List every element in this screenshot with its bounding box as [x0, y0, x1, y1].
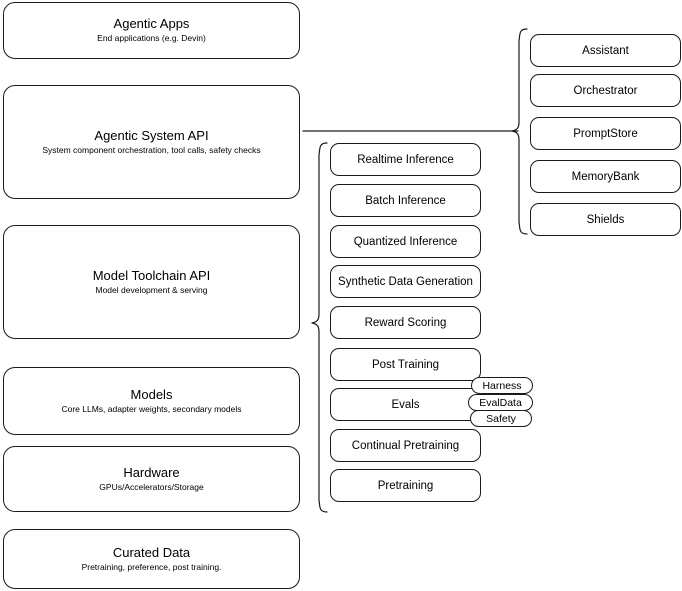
toolchain-item-label: Post Training — [371, 358, 440, 371]
toolchain-item-label: Evals — [391, 398, 420, 411]
toolchain-item-post-training[interactable]: Post Training — [330, 348, 481, 381]
toolchain-item-label: Realtime Inference — [357, 153, 454, 166]
layer-subtitle: GPUs/Accelerators/Storage — [99, 481, 204, 492]
layer-models[interactable]: Models Core LLMs, adapter weights, secon… — [3, 367, 300, 435]
evals-subcomponent-evaldata[interactable]: EvalData — [468, 394, 533, 411]
brace-model-toolchain-components — [311, 142, 328, 513]
toolchain-item-synthetic-data-generation[interactable]: Synthetic Data Generation — [330, 265, 481, 298]
agentic-component-promptstore[interactable]: PromptStore — [530, 117, 681, 150]
toolchain-item-realtime-inference[interactable]: Realtime Inference — [330, 143, 481, 176]
agentic-component-label: MemoryBank — [571, 170, 640, 183]
toolchain-item-label: Reward Scoring — [364, 316, 447, 329]
toolchain-item-pretraining[interactable]: Pretraining — [330, 469, 481, 502]
evals-subcomponent-safety[interactable]: Safety — [470, 410, 532, 427]
agentic-component-orchestrator[interactable]: Orchestrator — [530, 74, 681, 107]
toolchain-item-batch-inference[interactable]: Batch Inference — [330, 184, 481, 217]
layer-model-toolchain-api[interactable]: Model Toolchain API Model development & … — [3, 225, 300, 339]
toolchain-item-label: Batch Inference — [365, 194, 446, 207]
agentic-component-assistant[interactable]: Assistant — [530, 34, 681, 67]
layer-title: Agentic System API — [94, 127, 209, 143]
layer-agentic-system-api[interactable]: Agentic System API System component orch… — [3, 85, 300, 199]
toolchain-item-continual-pretraining[interactable]: Continual Pretraining — [330, 429, 481, 462]
toolchain-item-label: Continual Pretraining — [351, 439, 460, 452]
toolchain-item-label: Quantized Inference — [353, 235, 458, 248]
toolchain-item-quantized-inference[interactable]: Quantized Inference — [330, 225, 481, 258]
layer-title: Agentic Apps — [113, 16, 190, 31]
evals-subcomponent-harness[interactable]: Harness — [471, 377, 533, 394]
toolchain-item-label: Pretraining — [377, 479, 434, 492]
layer-title: Model Toolchain API — [92, 267, 211, 283]
layer-title: Hardware — [123, 464, 180, 480]
layer-curated-data[interactable]: Curated Data Pretraining, preference, po… — [3, 529, 300, 589]
agentic-component-label: PromptStore — [573, 127, 638, 140]
agentic-component-label: Shields — [586, 213, 625, 226]
brace-agentic-system-components — [511, 28, 528, 235]
toolchain-item-evals[interactable]: Evals — [330, 388, 481, 421]
layer-subtitle: Pretraining, preference, post training. — [81, 561, 222, 572]
layer-subtitle: Core LLMs, adapter weights, secondary mo… — [61, 403, 242, 414]
toolchain-item-reward-scoring[interactable]: Reward Scoring — [330, 306, 481, 339]
layer-subtitle: End applications (e.g. Devin) — [97, 33, 206, 43]
agentic-component-label: Assistant — [582, 44, 629, 57]
agentic-component-memorybank[interactable]: MemoryBank — [530, 160, 681, 193]
layer-subtitle: System component orchestration, tool cal… — [42, 144, 261, 155]
agentic-component-shields[interactable]: Shields — [530, 203, 681, 236]
layer-title: Curated Data — [112, 544, 191, 560]
layer-hardware[interactable]: Hardware GPUs/Accelerators/Storage — [3, 446, 300, 512]
layer-title: Models — [130, 386, 173, 402]
agentic-component-label: Orchestrator — [573, 84, 638, 97]
layer-agentic-apps[interactable]: Agentic Apps End applications (e.g. Devi… — [3, 2, 300, 59]
layer-subtitle: Model development & serving — [95, 284, 208, 295]
toolchain-item-label: Synthetic Data Generation — [338, 275, 473, 288]
